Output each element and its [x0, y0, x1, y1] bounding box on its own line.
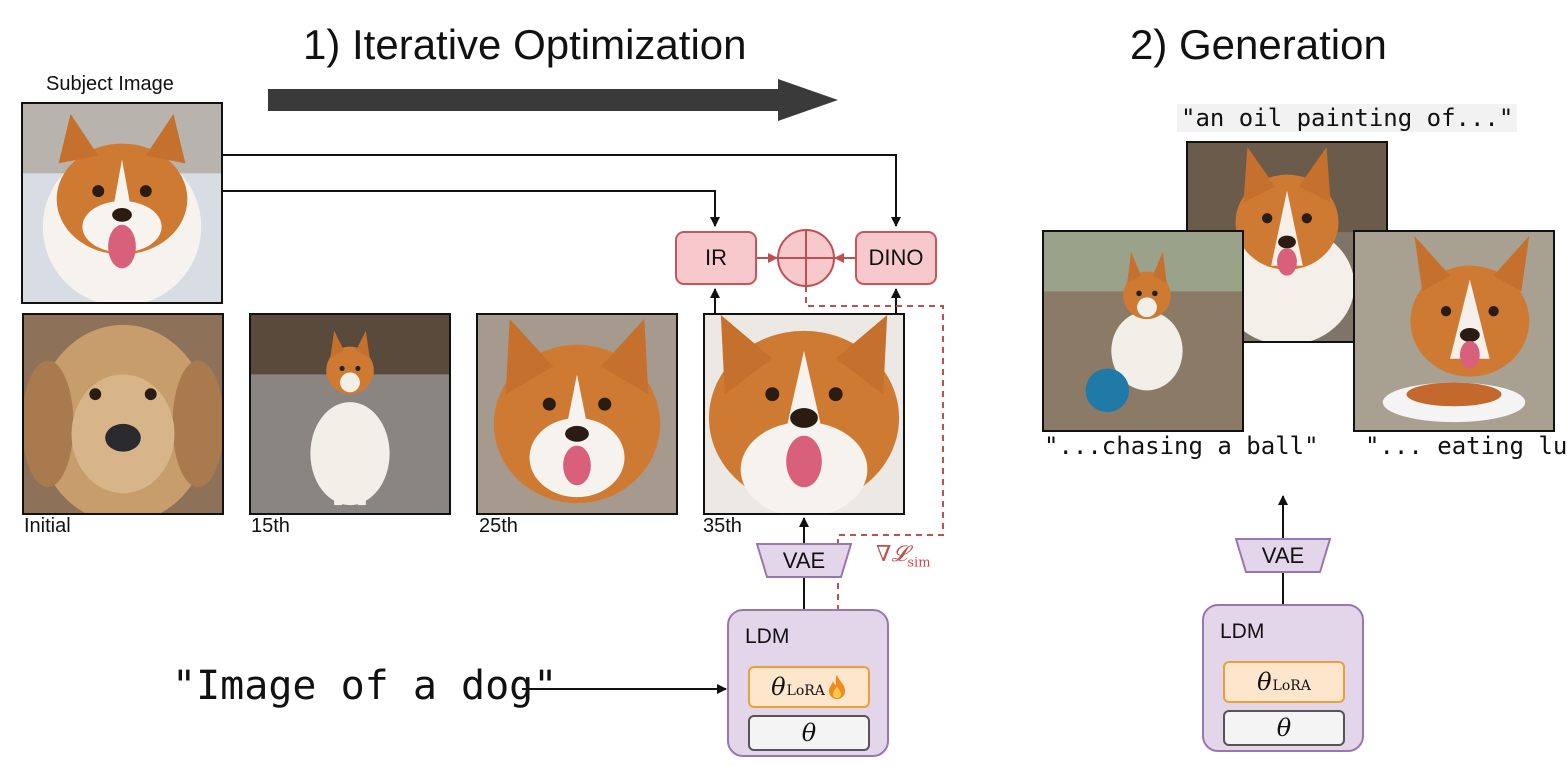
ldm-label: LDM	[745, 625, 790, 648]
section-2-title: 2) Generation	[1130, 21, 1387, 68]
base-weights-box-right: θ	[1223, 710, 1345, 746]
prompt-oil-painting: "an oil painting of..."	[1177, 104, 1518, 132]
ldm-label-right: LDM	[1220, 620, 1265, 643]
vae-label-right: VAE	[1261, 542, 1305, 568]
prompt-eating-lunch: "... eating lunch"	[1365, 432, 1567, 460]
section-1-title: 1) Iterative Optimization	[303, 21, 747, 68]
sum-node	[777, 229, 835, 287]
iteration-label-15th: 15th	[251, 515, 290, 537]
subject-to-dino-connector	[223, 154, 901, 227]
generated-image-eating-lunch	[1353, 230, 1555, 432]
vae-decoder: VAE	[756, 543, 852, 578]
input-prompt: "Image of a dog"	[172, 663, 558, 709]
generated-image-chasing-ball	[1042, 230, 1244, 432]
lora-symbol: θ	[771, 673, 786, 701]
iteration-image-25th	[476, 313, 678, 515]
progress-arrow	[268, 79, 838, 121]
subject-to-ir-connector	[223, 190, 720, 227]
iteration-image-initial	[22, 313, 224, 515]
ir-box: IR	[675, 231, 757, 285]
iteration-image-35th	[703, 313, 905, 515]
dino-box: DINO	[855, 231, 937, 285]
iteration-image-15th	[249, 313, 451, 515]
vae-decoder-right: VAE	[1235, 538, 1331, 573]
subject-image-caption: Subject Image	[46, 73, 174, 95]
iteration-label-35th: 35th	[703, 515, 742, 537]
lora-subscript: LoRA	[786, 683, 825, 699]
iteration-label-initial: Initial	[24, 515, 71, 537]
vae-label: VAE	[782, 547, 826, 573]
base-weights-box: θ	[748, 715, 870, 751]
iteration-label-25th: 25th	[479, 515, 518, 537]
fire-icon	[828, 675, 845, 699]
subject-image	[21, 102, 223, 304]
lora-symbol-right: θ	[1257, 668, 1272, 696]
gradient-feedback-path	[805, 286, 944, 663]
prompt-chasing-ball: "...chasing a ball"	[1044, 432, 1319, 460]
lora-subscript-right: LoRA	[1272, 678, 1311, 694]
gradient-label: ∇𝓛sim	[876, 542, 931, 571]
